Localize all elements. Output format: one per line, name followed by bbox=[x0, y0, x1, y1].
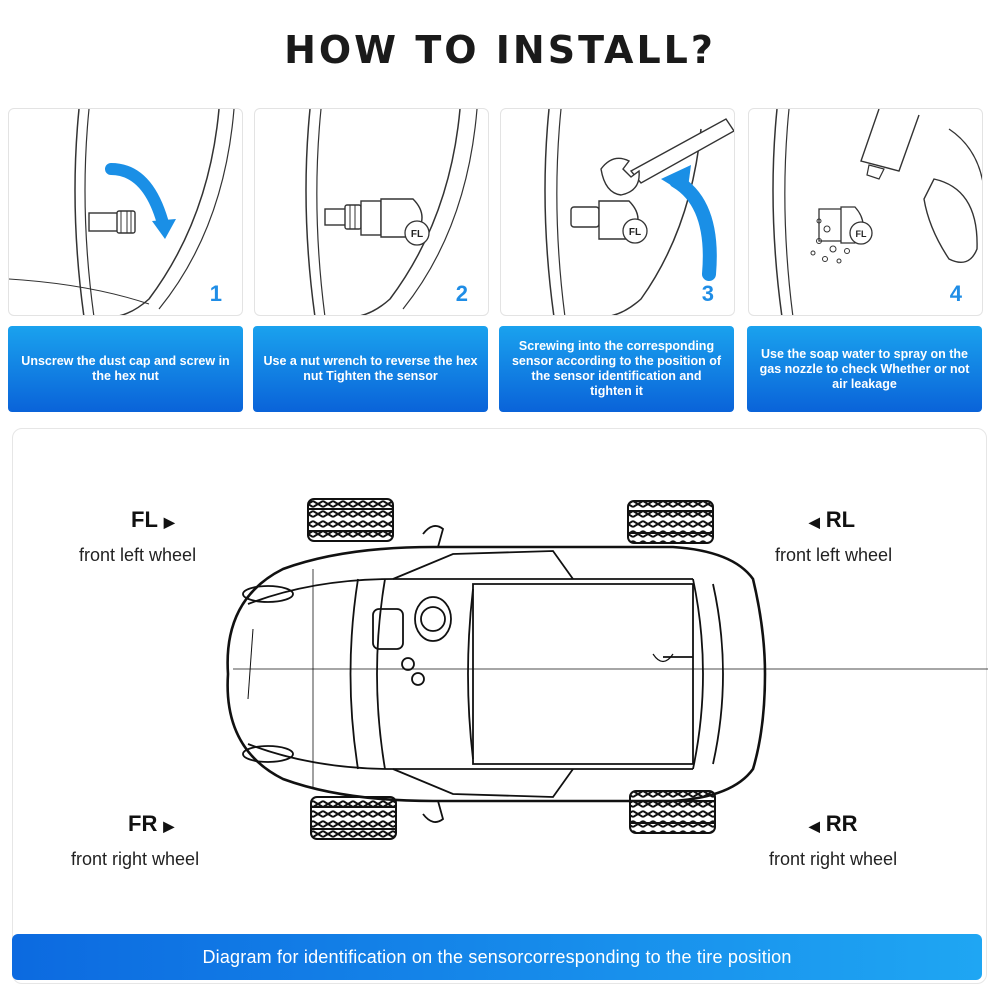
sensor-label: FL bbox=[411, 229, 423, 240]
step-1-caption: Unscrew the dust cap and screw in the he… bbox=[8, 326, 243, 412]
wheel-rl-code: ◀ RL bbox=[803, 507, 855, 533]
wheel-rl-code-text: RL bbox=[825, 507, 856, 532]
valve-stem-illustration bbox=[9, 109, 235, 315]
wheel-fl-code: FL ▶ bbox=[131, 507, 181, 533]
tire-fr bbox=[310, 796, 397, 840]
wheel-fl-code-text: FL bbox=[131, 507, 158, 532]
tire-fl bbox=[307, 498, 394, 542]
wheel-fl-desc: front left wheel bbox=[79, 545, 197, 565]
page-title: HOW TO INSTALL? bbox=[284, 28, 716, 72]
step-2-illustration: FL 2 bbox=[254, 108, 489, 316]
step-2-caption: Use a nut wrench to reverse the hex nut … bbox=[253, 326, 488, 412]
step-3-caption: Screwing into the corresponding sensor a… bbox=[499, 326, 734, 412]
hex-nut-illustration: FL bbox=[305, 109, 478, 315]
step-3-number: 3 bbox=[701, 281, 714, 306]
step-4-illustration: FL 4 bbox=[748, 108, 983, 316]
wheel-rr-code: ◀ RR bbox=[803, 811, 858, 837]
step-1-illustration: 1 bbox=[8, 108, 243, 316]
footer-caption-bar: Diagram for identification on the sensor… bbox=[12, 934, 982, 980]
wheel-fr-desc: front right wheel bbox=[71, 849, 200, 869]
sensor-label: FL bbox=[856, 229, 867, 239]
wheel-fr-code: FR ▶ bbox=[128, 811, 180, 837]
sensor-label: FL bbox=[629, 227, 641, 238]
wheel-rl-desc: front left wheel bbox=[775, 545, 893, 565]
step-2-number: 2 bbox=[455, 281, 468, 306]
step-1-number: 1 bbox=[209, 281, 222, 306]
car-topview-illustration bbox=[226, 498, 988, 840]
arrow-left-icon: ◀ bbox=[809, 818, 820, 834]
wheel-rr-desc: front right wheel bbox=[769, 849, 898, 869]
wrench-illustration: FL bbox=[544, 109, 734, 315]
spray-illustration: FL bbox=[772, 109, 982, 315]
step-4-caption: Use the soap water to spray on the gas n… bbox=[747, 326, 982, 412]
arrow-right-icon: ▶ bbox=[163, 514, 175, 530]
wheel-fr-code-text: FR bbox=[128, 811, 158, 836]
tire-rl bbox=[627, 500, 714, 544]
wheel-rr-code-text: RR bbox=[825, 811, 858, 836]
step-4-number: 4 bbox=[949, 281, 962, 306]
step-3-illustration: FL 3 bbox=[500, 108, 735, 316]
tire-position-diagram: FL ▶ front left wheel ◀ RL front left whee… bbox=[12, 428, 988, 984]
arrow-right-icon: ▶ bbox=[163, 818, 175, 834]
arrow-left-icon: ◀ bbox=[809, 514, 820, 530]
